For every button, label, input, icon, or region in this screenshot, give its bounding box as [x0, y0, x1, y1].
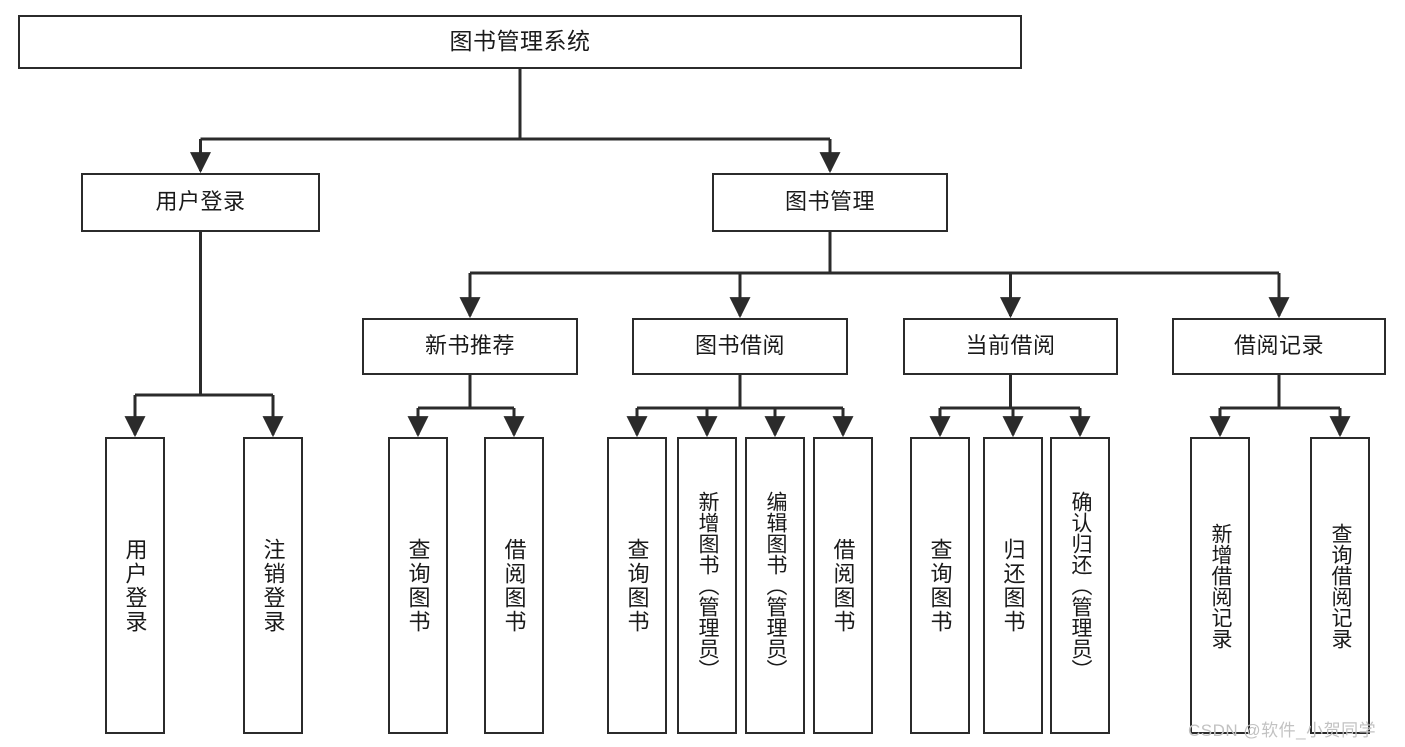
- node-leaf-borrow-book-2[interactable]: 借阅图书: [813, 437, 873, 734]
- node-leaf-logout[interactable]: 注销登录: [243, 437, 303, 734]
- node-leaf-edit-book-admin-label: 编辑图书（管理员）: [764, 491, 788, 680]
- node-leaf-user-login[interactable]: 用户登录: [105, 437, 165, 734]
- node-root[interactable]: 图书管理系统: [18, 15, 1022, 69]
- node-current-borrow-label: 当前借阅: [965, 333, 1056, 359]
- node-leaf-edit-book-admin[interactable]: 编辑图书（管理员）: [745, 437, 805, 734]
- node-book-manage[interactable]: 图书管理: [712, 173, 948, 232]
- node-leaf-query-book-3[interactable]: 查询图书: [910, 437, 970, 734]
- node-new-book-rec[interactable]: 新书推荐: [362, 318, 578, 375]
- node-leaf-borrow-book-2-label: 借阅图书: [830, 537, 856, 634]
- node-leaf-query-book-1[interactable]: 查询图书: [388, 437, 448, 734]
- node-root-label: 图书管理系统: [449, 28, 591, 55]
- node-leaf-query-book-1-label: 查询图书: [405, 537, 431, 634]
- node-leaf-return-book[interactable]: 归还图书: [983, 437, 1043, 734]
- node-leaf-add-record-label: 新增借阅记录: [1209, 522, 1233, 649]
- node-borrow-record[interactable]: 借阅记录: [1172, 318, 1386, 375]
- node-new-book-rec-label: 新书推荐: [424, 333, 515, 359]
- node-current-borrow[interactable]: 当前借阅: [903, 318, 1118, 375]
- csdn-watermark: CSDN @软件_小贺同学: [1188, 721, 1377, 740]
- node-leaf-borrow-book-1-label: 借阅图书: [501, 537, 527, 634]
- node-book-manage-label: 图书管理: [784, 189, 875, 215]
- node-leaf-query-book-3-label: 查询图书: [927, 537, 953, 634]
- node-leaf-confirm-return-label: 确认归还（管理员）: [1069, 491, 1093, 680]
- node-borrow-record-label: 借阅记录: [1233, 333, 1324, 359]
- node-user-login-label: 用户登录: [155, 189, 246, 215]
- node-leaf-user-login-label: 用户登录: [122, 537, 148, 634]
- node-leaf-add-book-admin[interactable]: 新增图书（管理员）: [677, 437, 737, 734]
- node-leaf-confirm-return[interactable]: 确认归还（管理员）: [1050, 437, 1110, 734]
- node-user-login[interactable]: 用户登录: [81, 173, 320, 232]
- node-leaf-query-record-label: 查询借阅记录: [1329, 522, 1353, 649]
- node-leaf-return-book-label: 归还图书: [1000, 537, 1026, 634]
- node-book-borrow-label: 图书借阅: [694, 333, 785, 359]
- node-leaf-query-book-2-label: 查询图书: [624, 537, 650, 634]
- node-leaf-query-record[interactable]: 查询借阅记录: [1310, 437, 1370, 734]
- node-leaf-borrow-book-1[interactable]: 借阅图书: [484, 437, 544, 734]
- node-leaf-logout-label: 注销登录: [260, 537, 286, 634]
- node-book-borrow[interactable]: 图书借阅: [632, 318, 848, 375]
- node-leaf-add-book-admin-label: 新增图书（管理员）: [696, 491, 720, 680]
- node-leaf-add-record[interactable]: 新增借阅记录: [1190, 437, 1250, 734]
- node-leaf-query-book-2[interactable]: 查询图书: [607, 437, 667, 734]
